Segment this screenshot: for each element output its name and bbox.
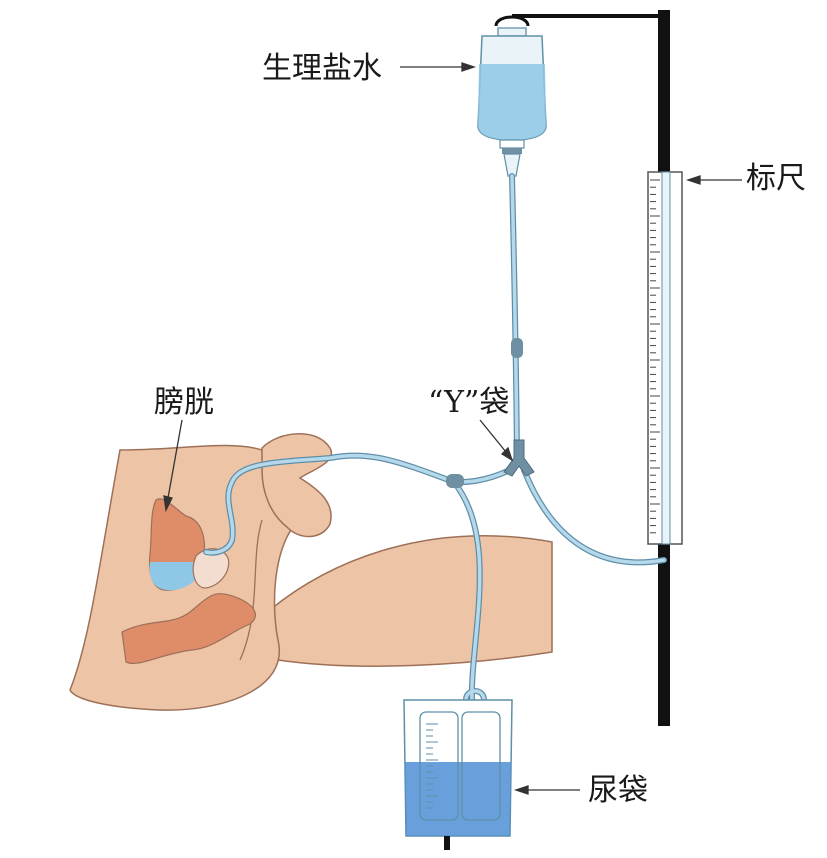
saline-label: 生理盐水 <box>262 51 382 86</box>
ruler-label: 标尺 <box>746 161 806 196</box>
prostate <box>192 548 230 589</box>
urine-bag-icon <box>403 699 513 850</box>
measuring-scale-icon <box>647 171 683 545</box>
roller-clamp <box>511 338 523 358</box>
bladder-fluid <box>149 562 204 591</box>
y-bag-label: “Y”袋 <box>428 385 510 420</box>
leader-lines <box>163 62 742 795</box>
buttock-fold <box>239 519 263 661</box>
catheter-connector <box>446 474 464 488</box>
iv-bottle-icon <box>477 27 547 177</box>
bladder-label: 膀胱 <box>154 385 214 420</box>
y-connector-icon <box>503 439 535 477</box>
urine-bag-label: 尿袋 <box>588 773 648 808</box>
thigh <box>269 535 553 667</box>
rectum <box>121 593 256 664</box>
